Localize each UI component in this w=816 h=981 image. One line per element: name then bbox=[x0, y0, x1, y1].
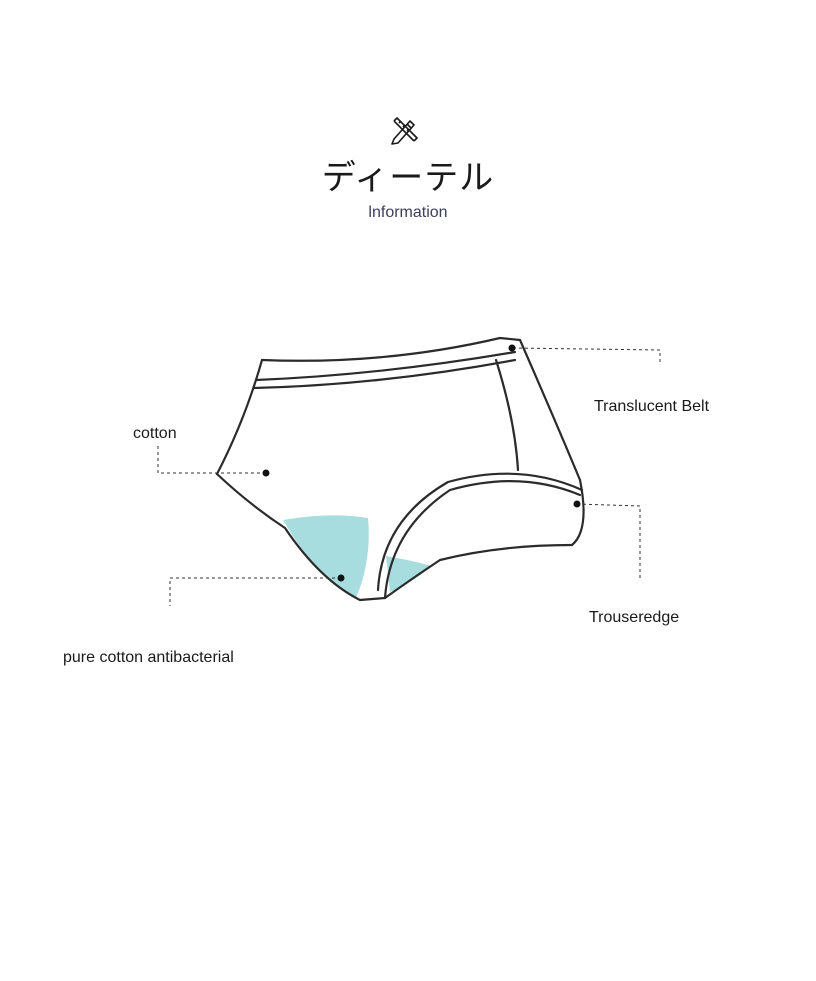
lining-back bbox=[386, 556, 432, 592]
leader-anti bbox=[169, 577, 341, 606]
waistband-lower-line bbox=[252, 358, 517, 390]
body-left-edge bbox=[215, 358, 264, 476]
leg-opening-inner bbox=[376, 472, 584, 592]
leader-edge bbox=[576, 503, 641, 578]
callout-trouser-edge: Trouseredge bbox=[589, 609, 680, 626]
dot-anti bbox=[337, 574, 345, 582]
pencil-ruler-icon bbox=[391, 117, 418, 145]
leader-cotton bbox=[157, 445, 266, 474]
callout-cotton: cotton bbox=[133, 425, 177, 442]
body-front-bottom bbox=[215, 472, 387, 602]
dot-edge bbox=[573, 500, 581, 508]
side-seam bbox=[494, 358, 520, 472]
leader-belt bbox=[512, 347, 661, 365]
waistband-top bbox=[260, 336, 522, 362]
body-right-edge bbox=[518, 338, 585, 547]
leg-opening-outer bbox=[383, 480, 582, 600]
lining-front bbox=[283, 515, 369, 598]
callout-translucent-belt: Translucent Belt bbox=[594, 398, 710, 415]
dot-cotton bbox=[262, 469, 270, 477]
page-subtitle: lnformation bbox=[368, 204, 448, 221]
back-leg-bottom bbox=[383, 543, 574, 600]
waistband-upper-line bbox=[254, 350, 517, 382]
dot-belt bbox=[508, 344, 516, 352]
callout-pure-cotton: pure cotton antibacterial bbox=[63, 649, 234, 666]
page-title: ディーテル bbox=[321, 158, 495, 198]
